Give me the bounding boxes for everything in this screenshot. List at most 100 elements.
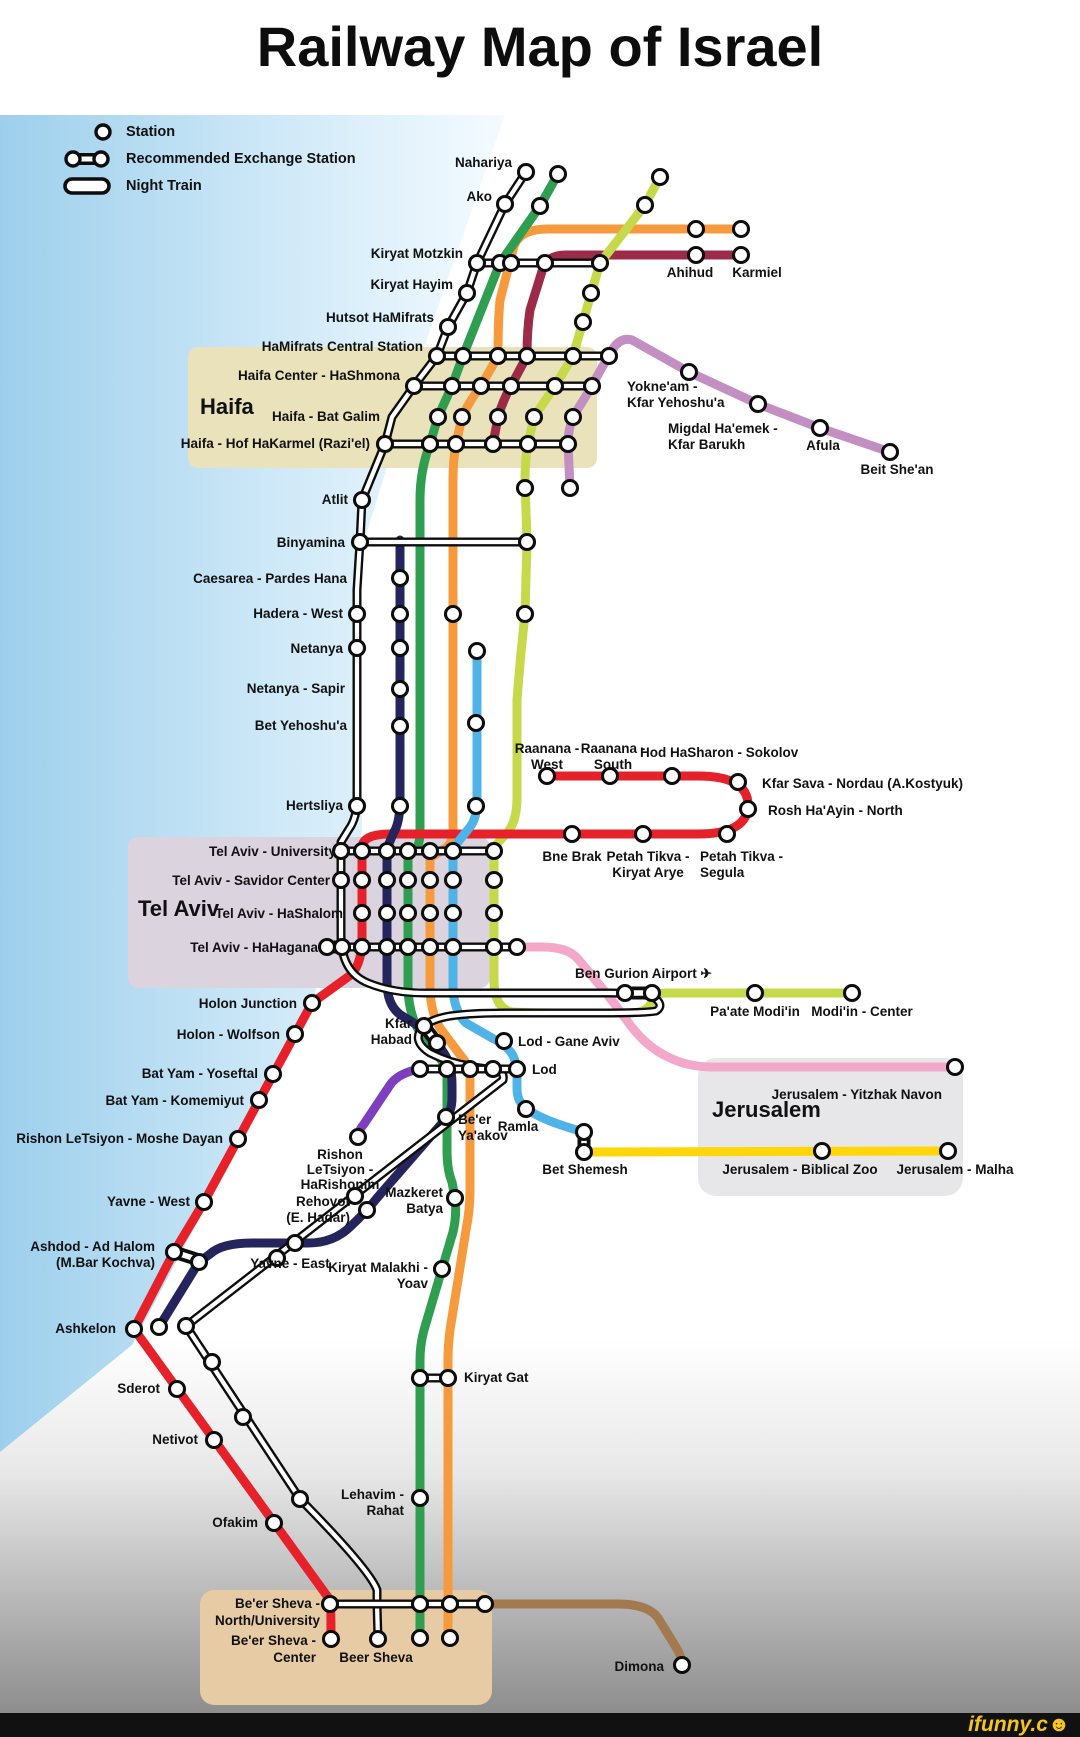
station-label: Netanya xyxy=(290,641,343,656)
station-marker xyxy=(558,434,578,454)
station-label: Sderot xyxy=(117,1381,160,1396)
station-label: Ashkelon xyxy=(55,1321,116,1336)
station-label: Kiryat Motzkin xyxy=(371,246,463,261)
station-marker xyxy=(524,407,544,427)
station-marker xyxy=(420,903,440,923)
desert-gradient-background xyxy=(0,1340,1080,1714)
station-marker xyxy=(738,799,758,819)
station-marker xyxy=(368,1629,388,1649)
station-marker xyxy=(518,434,538,454)
station-marker xyxy=(599,346,619,366)
station-marker xyxy=(440,1594,460,1614)
station-label: Dimona xyxy=(614,1659,664,1674)
station-marker xyxy=(331,841,351,861)
station-marker xyxy=(507,1059,527,1079)
station-marker xyxy=(410,1594,430,1614)
station-marker xyxy=(443,841,463,861)
station-label: Ahihud xyxy=(667,265,714,280)
station-marker xyxy=(488,346,508,366)
station-marker xyxy=(517,532,537,552)
station-marker xyxy=(443,870,463,890)
station-marker xyxy=(731,219,751,239)
station-label: Holon Junction xyxy=(199,996,297,1011)
station-label: Jerusalem - Malha xyxy=(896,1162,1014,1177)
station-label: Ofakim xyxy=(212,1515,258,1530)
station-label: Haifa - Bat Galim xyxy=(272,409,380,424)
station-label: Rosh Ha'Ayin - North xyxy=(768,803,903,818)
station-marker xyxy=(204,1430,224,1450)
station-marker xyxy=(317,937,337,957)
station-label: Afula xyxy=(806,438,840,453)
station-marker xyxy=(410,1628,430,1648)
station-marker xyxy=(345,1186,365,1206)
station-marker xyxy=(194,1192,214,1212)
station-marker xyxy=(507,937,527,957)
station-marker xyxy=(446,434,466,454)
station-marker xyxy=(285,1024,305,1044)
station-icon xyxy=(55,121,113,143)
station-marker xyxy=(717,824,737,844)
station-marker xyxy=(488,407,508,427)
station-label: Ramla xyxy=(498,1119,539,1134)
station-label: Kfar Sava - Nordau (A.Kostyuk) xyxy=(762,776,963,791)
station-marker xyxy=(475,1594,495,1614)
station-marker xyxy=(515,478,535,498)
station-marker xyxy=(650,167,670,187)
rail-line-jerusalem-yellow xyxy=(579,1146,953,1157)
station-label: Rehovot(E. Hadar) xyxy=(286,1194,350,1225)
legend-label: Recommended Exchange Station xyxy=(126,150,356,167)
station-label: Bat Yam - Komemiyut xyxy=(105,1093,244,1108)
station-marker xyxy=(515,604,535,624)
station-marker xyxy=(390,604,410,624)
station-label: Raanana -West xyxy=(515,741,580,772)
station-marker xyxy=(410,1488,430,1508)
station-marker xyxy=(420,434,440,454)
station-marker xyxy=(320,1594,340,1614)
station-marker xyxy=(574,1122,594,1142)
station-label: Karmiel xyxy=(732,265,782,280)
station-marker xyxy=(590,253,610,273)
station-marker xyxy=(600,766,620,786)
station-marker xyxy=(562,824,582,844)
watermark-logo: ifunny.c☻ xyxy=(968,1713,1070,1736)
station-label: Haifa xyxy=(200,394,255,419)
station-marker xyxy=(686,219,706,239)
station-marker xyxy=(516,162,536,182)
station-marker xyxy=(390,638,410,658)
station-marker xyxy=(420,937,440,957)
rail-line-jerusalem-pink xyxy=(512,942,960,1072)
station-label: Hutsot HaMifrats xyxy=(326,310,434,325)
station-marker xyxy=(264,1513,284,1533)
station-marker xyxy=(352,903,372,923)
station-marker xyxy=(573,312,593,332)
station-label: Yokne'am -Kfar Yehoshu'a xyxy=(627,379,725,410)
station-label: Ako xyxy=(466,189,492,204)
station-label: Holon - Wolfson xyxy=(177,1027,280,1042)
station-marker xyxy=(202,1352,222,1372)
station-marker xyxy=(377,841,397,861)
legend-label: Station xyxy=(126,123,176,140)
station-marker xyxy=(442,376,462,396)
station-label: Pa'ate Modi'in xyxy=(710,1004,800,1019)
station-label: Ashdod - Ad Halom(M.Bar Kochva) xyxy=(30,1239,155,1270)
station-label: Yavne - East xyxy=(250,1256,330,1271)
station-marker xyxy=(745,983,765,1003)
station-marker xyxy=(390,568,410,588)
station-marker xyxy=(443,937,463,957)
station-label: Haifa Center - HaShmona xyxy=(238,368,401,383)
station-marker xyxy=(228,1129,248,1149)
station-marker xyxy=(398,937,418,957)
station-marker xyxy=(517,346,537,366)
station-label: Kiryat Malakhi -Yoav xyxy=(328,1260,428,1291)
station-marker xyxy=(290,1489,310,1509)
station-marker xyxy=(443,903,463,923)
station-marker xyxy=(530,196,550,216)
station-label: Jerusalem xyxy=(712,1097,821,1122)
station-marker xyxy=(357,1200,377,1220)
station-marker xyxy=(267,1248,287,1268)
station-label: Bne Brak xyxy=(542,849,602,864)
station-marker xyxy=(484,937,504,957)
station-marker xyxy=(501,253,521,273)
station-marker xyxy=(420,841,440,861)
